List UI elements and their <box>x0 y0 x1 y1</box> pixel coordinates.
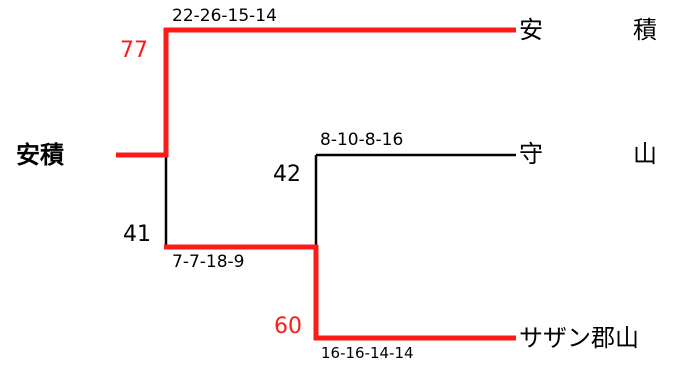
semi-bottom-score: 60 <box>274 314 302 339</box>
team-asaka: 安 積 <box>519 18 657 46</box>
team-moriyama-char-1: 守 <box>519 140 543 168</box>
semi-bottom-set-scores: 16-16-14-14 <box>321 344 414 362</box>
final-top-set-scores: 22-26-15-14 <box>172 6 277 26</box>
champion-name: 安積 <box>16 141 64 169</box>
team-moriyama-char-2: 山 <box>633 140 657 168</box>
team-moriyama: 守 山 <box>519 142 657 170</box>
final-bottom-score: 41 <box>123 222 151 247</box>
semi-top-set-scores: 8-10-8-16 <box>320 130 404 150</box>
team-asaka-char-1: 安 <box>519 16 543 44</box>
team-asaka-char-2: 積 <box>633 16 657 44</box>
final-top-score: 77 <box>120 38 148 63</box>
final-bottom-set-scores: 7-7-18-9 <box>172 252 245 272</box>
semi-top-score: 42 <box>273 162 301 187</box>
team-southern-koriyama: サザン郡山 <box>519 324 639 352</box>
